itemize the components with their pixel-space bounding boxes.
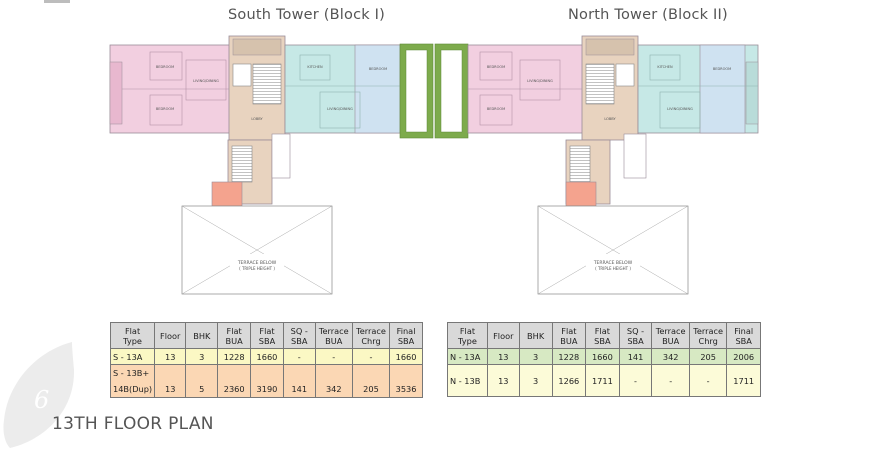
north-red-room xyxy=(565,181,597,207)
page-title: 13TH FLOOR PLAN xyxy=(52,414,214,434)
svg-text:LIVING/DINING: LIVING/DINING xyxy=(193,79,219,83)
south-tower-title: South Tower (Block I) xyxy=(228,7,385,23)
table-row: S - 13A 13 3 1228 1660 - - - 1660 xyxy=(109,348,423,365)
floor-plan-drawing: TERRACE BELOW ( TRIPLE HEIGHT ) BEDROOM … xyxy=(109,35,759,295)
svg-text:LOBBY: LOBBY xyxy=(251,117,263,121)
north-tower-title: North Tower (Block II) xyxy=(568,7,728,23)
svg-text:LIVING/DINING: LIVING/DINING xyxy=(327,107,353,111)
svg-text:( TRIPLE HEIGHT ): ( TRIPLE HEIGHT ) xyxy=(595,266,631,271)
table-row: N - 13A 13 3 1228 1660 141 342 205 2006 xyxy=(447,348,761,365)
svg-text:TERRACE BELOW: TERRACE BELOW xyxy=(237,260,277,266)
north-tower-plan: TERRACE BELOW ( TRIPLE HEIGHT ) BEDROOM … xyxy=(467,35,759,295)
leaf-page-number-icon: 6 xyxy=(3,342,75,448)
svg-text:( TRIPLE HEIGHT ): ( TRIPLE HEIGHT ) xyxy=(239,266,275,271)
svg-text:BEDROOM: BEDROOM xyxy=(156,65,174,69)
svg-text:LIVING/DINING: LIVING/DINING xyxy=(527,79,553,83)
svg-text:BEDROOM: BEDROOM xyxy=(487,107,505,111)
svg-text:BEDROOM: BEDROOM xyxy=(713,67,731,71)
svg-text:KITCHEN: KITCHEN xyxy=(307,65,323,69)
svg-text:LIVING/DINING: LIVING/DINING xyxy=(667,107,693,111)
svg-text:BEDROOM: BEDROOM xyxy=(156,107,174,111)
svg-text:BEDROOM: BEDROOM xyxy=(369,67,387,71)
table-row: N - 13B 13 3 1266 1711 - - - 1711 xyxy=(447,364,761,397)
south-tower-plan: TERRACE BELOW ( TRIPLE HEIGHT ) BEDROOM … xyxy=(109,35,401,295)
table-row: S - 13B+14B(Dup) 13 5 2360 3190 141 342 … xyxy=(109,364,423,398)
svg-text:TERRACE BELOW: TERRACE BELOW xyxy=(593,260,633,266)
svg-text:LOBBY: LOBBY xyxy=(604,117,616,121)
south-red-room xyxy=(211,181,243,207)
top-edge-mark xyxy=(44,0,70,3)
svg-text:KITCHEN: KITCHEN xyxy=(657,65,673,69)
page-number: 6 xyxy=(34,386,49,414)
svg-text:BEDROOM: BEDROOM xyxy=(487,65,505,69)
